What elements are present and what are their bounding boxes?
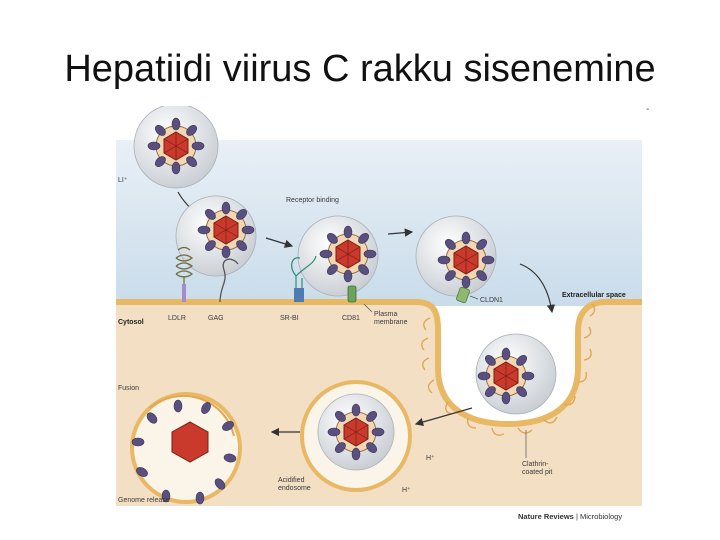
arrow-2 [265, 237, 294, 248]
plasma-membrane [116, 299, 642, 428]
label-clathrin-2: coated pit [522, 469, 552, 476]
label-receptor-binding: Receptor binding [286, 197, 339, 204]
label-extracellular-space: Extracellular space [562, 292, 626, 299]
label-plasma-membrane-2: membrane [374, 319, 408, 326]
arrow-3 [387, 228, 414, 237]
acidified-endosome [300, 380, 412, 492]
sr-bi-anchor [294, 288, 304, 302]
gag-chain [219, 258, 239, 303]
label-plasma-membrane-1: Plasma [374, 311, 397, 318]
figure-credit: Nature Reviews | Microbiology [518, 512, 622, 521]
lipoviral-particle-5 [475, 333, 557, 415]
ldlr-anchor [182, 284, 186, 302]
arrow-5 [414, 407, 473, 427]
credit-section: Microbiology [579, 512, 623, 521]
label-cldn1: CLDN1 [480, 297, 503, 304]
label-h-plus-2: H⁺ [402, 487, 411, 494]
plasma-leader [363, 303, 373, 313]
label-clathrin-1: Clathrin- [522, 461, 549, 468]
label-acidified-2: endosome [278, 485, 311, 492]
arrow-4 [519, 263, 556, 314]
label-ldlr: LDLR [168, 315, 186, 322]
lipoviral-particle-2 [175, 195, 257, 277]
lipoviral-particle-3 [297, 215, 379, 297]
label-cytosol: Cytosol [118, 319, 144, 326]
clathrin-coat [421, 303, 596, 436]
label-li: LI⁺ [118, 177, 128, 184]
fused-endosome [130, 392, 242, 505]
cldn1-receptor [456, 286, 470, 304]
label-h-plus-1: H⁺ [426, 455, 435, 462]
label-fusion: Fusion [118, 385, 139, 392]
cldn1-leader [469, 295, 479, 300]
cd81-receptor [347, 285, 357, 303]
label-sr-bi: SR-BI [280, 315, 299, 322]
label-genome-release: Genome release [118, 497, 170, 504]
label-cd81: CD81 [342, 315, 360, 322]
lipoviral-particle-1 [133, 106, 219, 189]
credit-separator: | [573, 512, 580, 521]
label-gag: GAG [208, 315, 224, 322]
hcv-entry-diagram: LI⁺ Receptor binding LDLR GAG SR-BI CD81… [116, 106, 642, 506]
slide-title: Hepatiidi viirus C rakku sisenemine [64, 48, 656, 90]
corner-dash: - [646, 104, 650, 115]
label-acidified-1: Acidified [278, 477, 305, 484]
lipoviral-particle-4 [415, 215, 497, 297]
credit-journal: Nature Reviews [518, 512, 574, 521]
